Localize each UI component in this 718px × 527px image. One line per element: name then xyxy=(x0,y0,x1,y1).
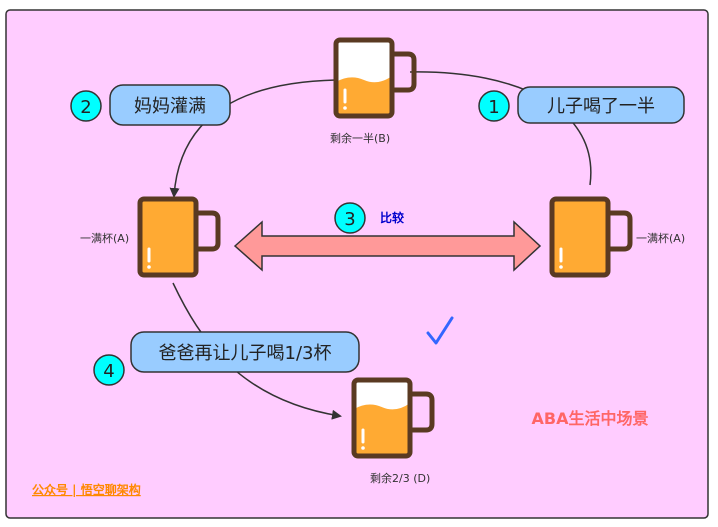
mug-shine-dot xyxy=(147,265,151,269)
step-1-number: 1 xyxy=(488,97,499,118)
step-4-label: 爸爸再让儿子喝1/3杯 xyxy=(159,343,332,364)
step-1-badge xyxy=(478,90,510,122)
mug-beer-fill xyxy=(336,76,392,116)
checkmark-icon xyxy=(426,316,454,345)
step-4-label-box xyxy=(130,331,360,373)
mug-beer-fill xyxy=(354,403,410,456)
compare-double-arrow xyxy=(233,220,542,272)
step-1-label-box xyxy=(517,86,685,124)
step-3-label: 比较 xyxy=(380,210,404,225)
mug-shine-dot xyxy=(343,106,347,110)
step-2-label-box xyxy=(109,84,231,126)
mug-outline xyxy=(549,196,611,278)
mug-shine-dot xyxy=(361,446,365,450)
step-4-badge xyxy=(93,354,125,386)
step-4-number: 4 xyxy=(103,361,114,382)
step-2-number: 2 xyxy=(80,97,91,118)
mug-right xyxy=(549,196,633,278)
step-3-badge xyxy=(334,202,366,234)
caption-right-mug: 一满杯(A) xyxy=(636,231,685,245)
mug-outline xyxy=(333,37,395,119)
caption-left-mug: 一满杯(A) xyxy=(80,231,129,245)
mug-handle xyxy=(392,51,417,93)
mug-top xyxy=(333,37,417,119)
mug-left xyxy=(137,196,221,278)
step-1-label: 儿子喝了一半 xyxy=(547,96,655,117)
scenario-title: ABA生活中场景 xyxy=(532,409,649,428)
mug-handle xyxy=(608,210,633,252)
mug-outline xyxy=(137,196,199,278)
diagram-background xyxy=(5,9,709,519)
footer-text: 公众号 | 悟空聊架构 xyxy=(32,482,141,497)
step-2-badge xyxy=(70,90,102,122)
mug-beer-fill xyxy=(140,199,196,275)
caption-top-mug: 剩余一半(B) xyxy=(330,131,390,145)
caption-bottom-mug: 剩余2/3 (D) xyxy=(370,471,430,485)
step-3-number: 3 xyxy=(344,209,355,230)
step-2-label: 妈妈灌满 xyxy=(134,96,206,117)
mug-shine-dot xyxy=(559,265,563,269)
mug-handle xyxy=(196,210,221,252)
mug-beer-fill xyxy=(552,199,608,275)
mug-bottom xyxy=(351,377,435,459)
mug-outline xyxy=(351,377,413,459)
mug-handle xyxy=(410,391,435,433)
